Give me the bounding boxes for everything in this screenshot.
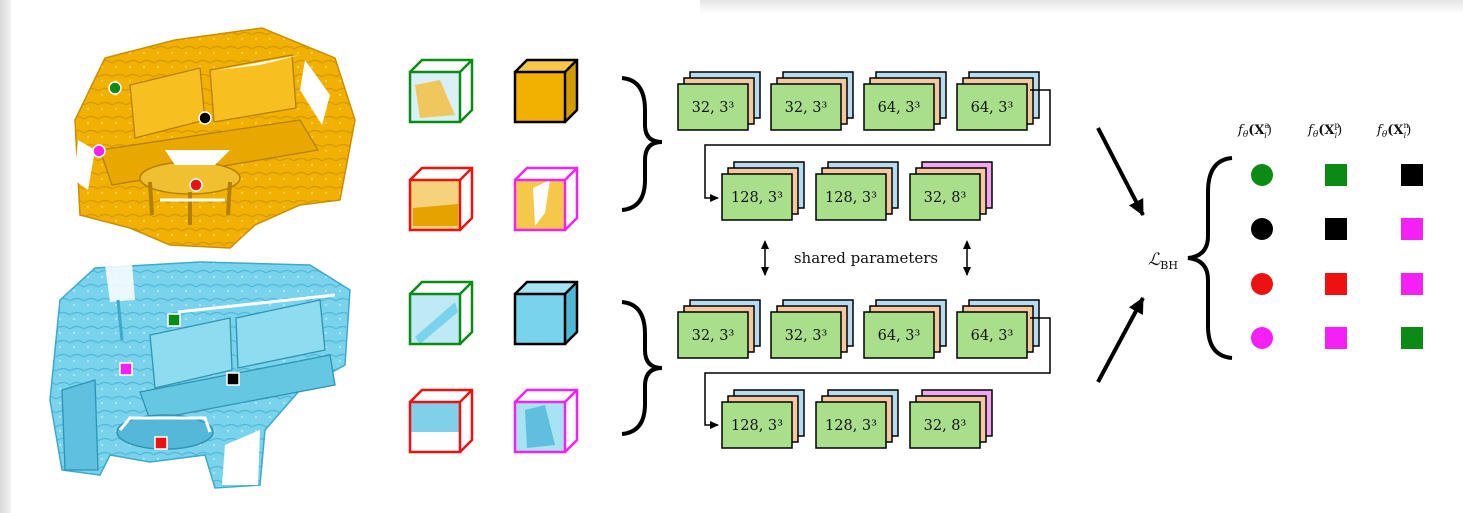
bottom-scene-green-point	[167, 313, 181, 327]
connector-bottom	[704, 317, 1051, 429]
bottom-scene-magenta-point	[119, 362, 133, 376]
top-frame-edge	[700, 0, 1463, 14]
legend-brace	[1187, 156, 1233, 360]
left-frame-edge	[0, 0, 11, 513]
top-layer-row1-4: 64, 3³	[956, 71, 1040, 131]
bottom-layer-row2-3-label: 32, 8³	[924, 418, 967, 434]
top-layer-row1-3-label: 64, 3³	[878, 100, 921, 116]
top-layer-row2-1-label: 128, 3³	[731, 190, 783, 206]
patch-cubes	[408, 58, 579, 454]
patch-cube-bottom-magenta	[513, 388, 579, 454]
bottom-scene	[49, 261, 351, 489]
top-scene-black-point	[198, 111, 212, 125]
bottom-layer-row2-1: 128, 3³	[721, 389, 805, 449]
legend-positive-marker-row2	[1325, 218, 1347, 240]
loss-label: ℒBH	[1148, 250, 1178, 272]
bottom-layer-row1-3: 64, 3³	[863, 299, 947, 359]
top-layer-row1-1: 32, 3³	[677, 71, 761, 131]
bottom-layer-row2-2: 128, 3³	[815, 389, 899, 449]
patch-cube-bottom-green	[408, 280, 474, 346]
top-scene-magenta-point	[92, 144, 106, 158]
bottom-layer-row1-3-label: 64, 3³	[878, 328, 921, 344]
patch-cube-top-black	[513, 58, 579, 124]
legend-negative-marker-row2	[1401, 218, 1423, 240]
bottom-layer-row2-1-label: 128, 3³	[731, 418, 783, 434]
bottom-layer-row1-4: 64, 3³	[956, 299, 1040, 359]
legend-anchor-marker-row3	[1251, 273, 1273, 295]
legend-negative-marker-row4	[1401, 327, 1423, 349]
legend-positive-marker-row4	[1325, 327, 1347, 349]
bottom-layer-row1-2-label: 32, 3³	[785, 328, 828, 344]
shared-parameters-label: shared parameters	[794, 249, 938, 267]
patch-cube-top-magenta	[513, 166, 579, 232]
legend-anchor-marker-row2	[1251, 218, 1273, 240]
bottom-layer-row1-2: 32, 3³	[770, 299, 854, 359]
legend-negative-marker-row3	[1401, 273, 1423, 295]
patch-cube-bottom-black	[513, 280, 579, 346]
brace-bottom	[621, 300, 663, 436]
bottom-scene-black-point	[226, 372, 240, 386]
legend-negative-marker-row1	[1401, 164, 1423, 186]
top-layer-row2-3-label: 32, 8³	[924, 190, 967, 206]
brace-top	[621, 76, 663, 212]
bottom-layer-row1-4-label: 64, 3³	[971, 328, 1014, 344]
top-layer-row1-4-label: 64, 3³	[971, 100, 1014, 116]
legend-positive-marker-row3	[1325, 273, 1347, 295]
bottom-layer-row1-1-label: 32, 3³	[692, 328, 735, 344]
triplet-legend	[1251, 164, 1423, 349]
patch-cube-bottom-red	[408, 388, 474, 454]
bottom-layer-row2-2-label: 128, 3³	[825, 418, 877, 434]
top-scene	[74, 27, 356, 249]
top-layer-row1-2: 32, 3³	[770, 71, 854, 131]
top-layer-row1-1-label: 32, 3³	[692, 100, 735, 116]
bottom-layer-row1-1: 32, 3³	[677, 299, 761, 359]
top-layer-row1-3: 64, 3³	[863, 71, 947, 131]
legend-positive-marker-row1	[1325, 164, 1347, 186]
patch-cube-top-green	[408, 58, 474, 124]
top-layer-row2-3: 32, 8³	[909, 161, 993, 221]
top-layer-row2-2: 128, 3³	[815, 161, 899, 221]
arrow-to-loss-bottom	[1096, 297, 1145, 383]
bottom-scene-red-point	[154, 436, 168, 450]
legend-anchor-marker-row1	[1251, 164, 1273, 186]
top-scene-green-point	[108, 81, 122, 95]
network-layers: 32, 3³ 32, 3³ 64, 3³ 64, 3³ 128, 3³ 128, 3³ 32…	[677, 71, 1040, 449]
top-layer-row1-2-label: 32, 3³	[785, 100, 828, 116]
patch-cube-top-red	[408, 166, 474, 232]
connector-top	[704, 89, 1051, 202]
top-scene-red-point	[189, 178, 203, 192]
top-layer-row2-1: 128, 3³	[721, 161, 805, 221]
arrow-to-loss-top	[1096, 127, 1145, 216]
top-layer-row2-2-label: 128, 3³	[825, 190, 877, 206]
legend-anchor-marker-row4	[1251, 327, 1273, 349]
bottom-layer-row2-3: 32, 8³	[909, 389, 993, 449]
